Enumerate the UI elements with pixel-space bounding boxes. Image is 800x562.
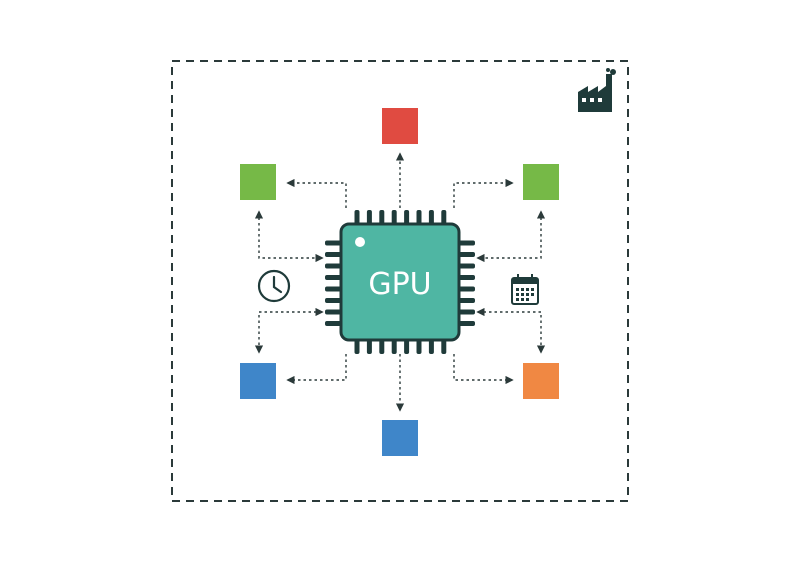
chip-pin [325, 252, 343, 257]
connector-top-right-out [453, 178, 514, 208]
chip-pin [354, 338, 360, 354]
block-top-right [523, 164, 559, 200]
chip-pin [379, 210, 385, 226]
block-top-left [240, 164, 276, 200]
chip-pin [325, 321, 343, 326]
chip-pin [325, 298, 343, 303]
chip-pin [366, 210, 372, 226]
connector-bottom-left-in [254, 307, 324, 354]
gpu-chip [339, 222, 461, 342]
connector-bottom-right-out [453, 354, 514, 385]
connector-top-right-in [476, 210, 546, 263]
chip-pin [325, 286, 343, 292]
block-bottom-right [523, 363, 559, 399]
chip-pin [366, 338, 372, 354]
chip-pin [457, 286, 475, 292]
chip-pin [457, 275, 475, 280]
chip-pin [457, 263, 475, 269]
chip-pin [441, 338, 447, 354]
chip-pin [457, 298, 475, 303]
chip-pin [457, 321, 475, 326]
calendar-icon [511, 274, 539, 305]
chip-pin [457, 252, 475, 257]
chip-pin [416, 338, 422, 354]
chip-pin [404, 338, 410, 354]
chip-pin [325, 240, 343, 246]
connector-bottom-left-out [286, 354, 347, 385]
chip-label: GPU [368, 267, 431, 302]
chip-pin [354, 210, 360, 226]
chip-pin [325, 309, 343, 315]
chip-pin [441, 210, 447, 226]
block-top [382, 108, 418, 144]
connector-bottom-right-in [476, 307, 546, 354]
chip-pin [379, 338, 385, 354]
chip-pin [457, 309, 475, 315]
chip-pin [325, 275, 343, 280]
chip-orientation-dot [355, 237, 365, 247]
connector-top-left-in [254, 210, 324, 263]
chip-pin [416, 210, 422, 226]
block-bottom [382, 420, 418, 456]
chip-pin [428, 338, 434, 354]
chip-pin [457, 240, 475, 246]
connector-top-left-out [286, 178, 347, 208]
factory-icon [578, 68, 616, 112]
chip-pin [325, 263, 343, 269]
clock-icon [257, 269, 291, 303]
connector-lines [254, 152, 546, 412]
chip-pin [404, 210, 410, 226]
chip-pin [391, 210, 397, 226]
dashed-frame [171, 60, 629, 502]
block-bottom-left [240, 363, 276, 399]
chip-pin [391, 338, 397, 354]
chip-pins [325, 210, 475, 354]
chip-pin [428, 210, 434, 226]
